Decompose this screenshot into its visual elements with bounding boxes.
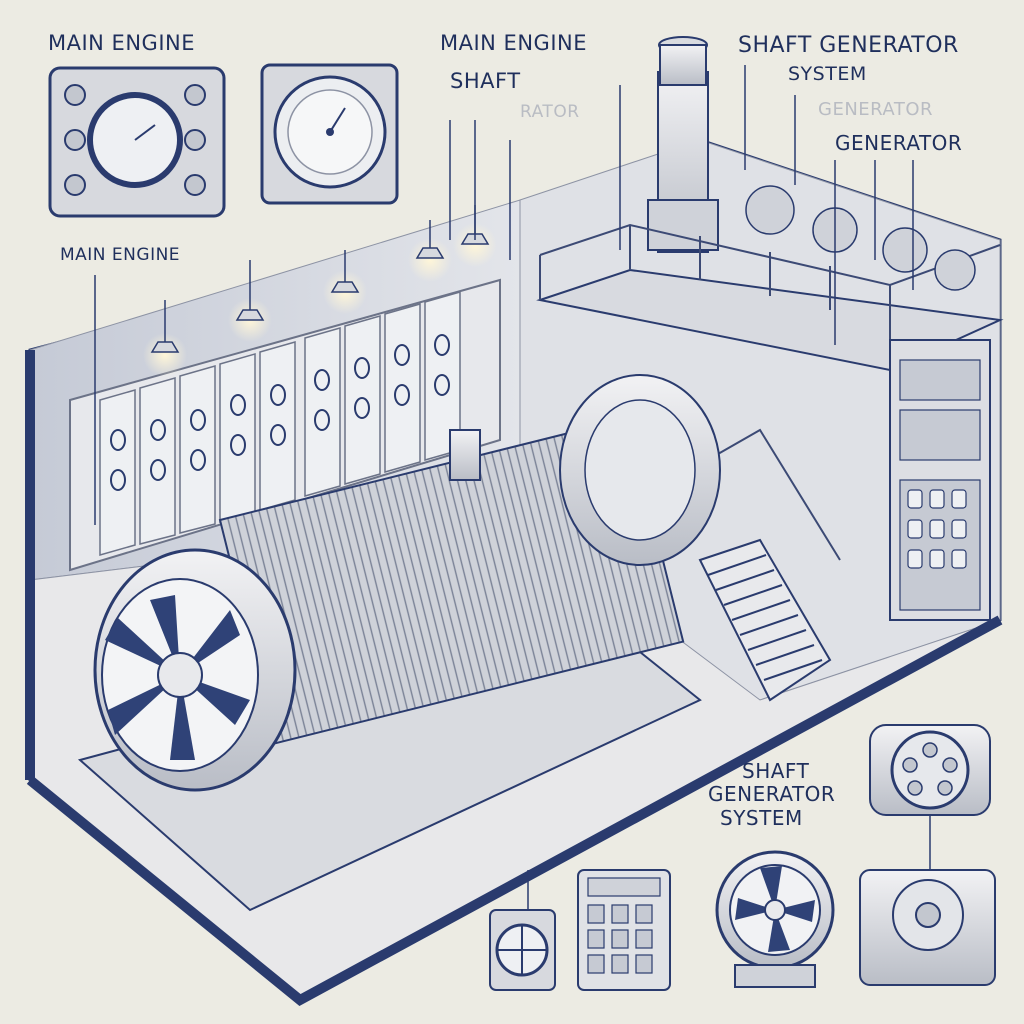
label-leader-lines — [94, 65, 931, 915]
wall-cabinet-row — [69, 278, 501, 572]
label-main-engine-left: MAIN ENGINE — [60, 245, 181, 265]
main-engine — [77, 374, 721, 912]
label-main-engine-top: MAIN ENGINE — [48, 31, 195, 55]
label-main-engine-shaft-line2: SHAFT — [450, 69, 521, 93]
exhaust-stack — [647, 36, 719, 253]
label-faint-generator: GENERATOR — [818, 99, 934, 120]
upper-platform — [536, 185, 1004, 621]
label-main-engine-shaft-line1: MAIN ENGINE — [440, 31, 587, 55]
gauge-panel-icon — [48, 66, 226, 218]
fan-icon — [489, 909, 556, 991]
generator-icon — [859, 724, 996, 986]
label-shaft-generator-system-bottom-line2: GENERATOR — [708, 782, 836, 806]
bottom-fan-unit — [715, 850, 835, 988]
staircase — [689, 428, 841, 702]
label-shaft-generator-system-line1: SHAFT GENERATOR — [738, 33, 959, 58]
label-shaft-generator-system-line2: SYSTEM — [788, 63, 867, 85]
control-panel-icon — [577, 869, 671, 991]
label-shaft-generator-system-bottom-line1: SHAFT — [742, 759, 810, 783]
label-faint-rator: RATOR — [520, 102, 580, 122]
label-generator: GENERATOR — [835, 131, 963, 155]
label-shaft-generator-system-bottom-line3: SYSTEM — [720, 806, 803, 830]
dial-gauge-icon — [260, 63, 399, 205]
